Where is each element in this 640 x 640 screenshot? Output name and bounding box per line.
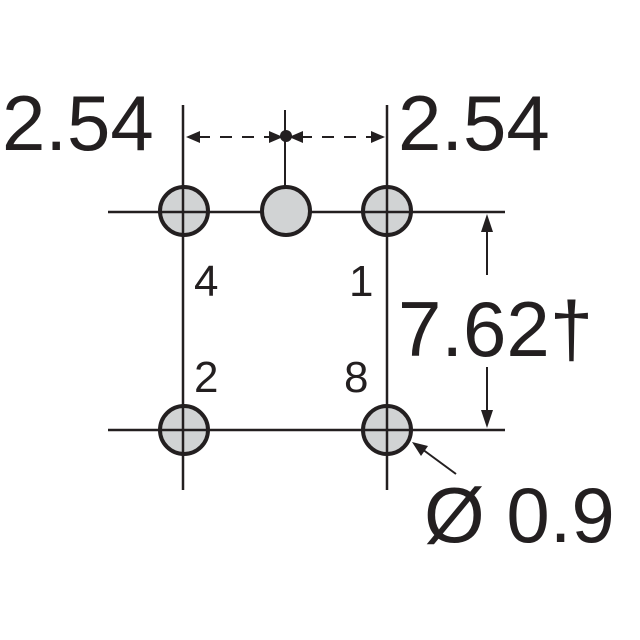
arrowhead-down — [481, 410, 493, 428]
hole-diameter-label: Ø 0.9 — [424, 471, 615, 559]
pin-label-8: 8 — [344, 353, 368, 402]
arrowhead-mid-left — [269, 131, 283, 143]
diameter-leader — [412, 442, 457, 475]
arrowhead-left — [186, 131, 200, 143]
pad-top-left — [158, 185, 210, 237]
pitch-label-right: 2.54 — [398, 79, 550, 167]
pad-top-right — [361, 185, 413, 237]
pad-bottom-left — [158, 404, 210, 456]
leader-arrowhead — [412, 442, 428, 456]
pin-label-2: 2 — [194, 353, 218, 402]
pin-label-1: 1 — [349, 257, 373, 306]
arrowhead-right — [371, 131, 385, 143]
pad-top-middle — [260, 185, 312, 237]
pad-bottom-right — [361, 404, 413, 456]
row-spacing-label: 7.62† — [398, 285, 593, 373]
pitch-label-left: 2.54 — [2, 79, 154, 167]
arrowhead-up — [481, 214, 493, 232]
row-spacing-dimension-line — [481, 214, 493, 428]
pin-label-4: 4 — [194, 257, 218, 306]
arrowhead-mid-right — [289, 131, 303, 143]
pitch-dimension-line — [186, 110, 385, 190]
